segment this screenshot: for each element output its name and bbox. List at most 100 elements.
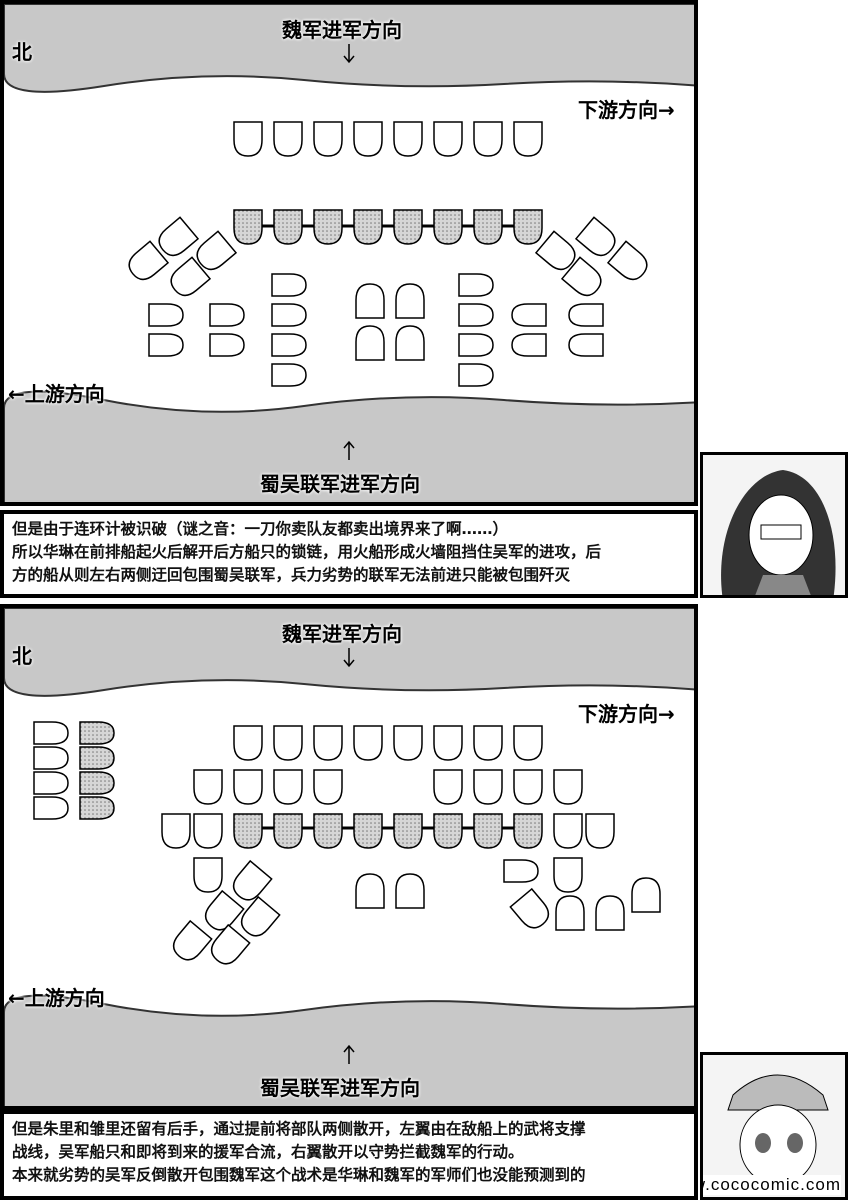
burning-ship	[513, 209, 543, 245]
river-map	[4, 608, 694, 1106]
ship	[273, 121, 303, 157]
ship	[353, 121, 383, 157]
ship	[355, 873, 385, 909]
caption-1: 但是由于连环计被识破（谜之音：一刀你卖队友都卖出境界来了啊……） 所以华琳在前排…	[0, 510, 698, 598]
ship	[33, 721, 69, 745]
burning-ship	[353, 813, 383, 849]
burning-ship	[353, 209, 383, 245]
ship	[209, 333, 245, 357]
ship	[271, 363, 307, 387]
burning-ship	[79, 721, 115, 745]
ship	[233, 769, 263, 805]
wei-advance-label: 魏军进军方向	[282, 622, 402, 646]
ship	[393, 121, 423, 157]
ship	[172, 919, 213, 961]
ship	[158, 216, 200, 257]
burning-ship	[473, 813, 503, 849]
ship	[148, 303, 184, 327]
burning-ship	[393, 209, 423, 245]
ship	[355, 325, 385, 361]
ship	[33, 796, 69, 820]
ship	[395, 873, 425, 909]
burning-ship	[273, 209, 303, 245]
ship	[353, 725, 383, 761]
ship	[568, 333, 604, 357]
ship	[513, 725, 543, 761]
ship	[170, 256, 212, 297]
ship	[595, 895, 625, 931]
ship	[513, 121, 543, 157]
ship	[313, 121, 343, 157]
character-portrait	[700, 452, 848, 598]
ship	[433, 121, 463, 157]
north-label: 北	[12, 40, 32, 64]
burning-ship	[79, 796, 115, 820]
ship	[148, 333, 184, 357]
allied-advance-label: 蜀吴联军进军方向	[260, 1076, 420, 1100]
wei-advance-label: 魏军进军方向	[282, 18, 402, 42]
ship	[511, 303, 547, 327]
ship	[511, 333, 547, 357]
character-portrait: www.cococomic.com	[700, 1052, 848, 1200]
ship	[273, 769, 303, 805]
ship	[574, 216, 616, 257]
ship	[509, 887, 550, 929]
ship	[128, 240, 170, 281]
ship	[161, 813, 191, 849]
ship	[473, 725, 503, 761]
ship	[33, 771, 69, 795]
ship	[193, 857, 223, 893]
ship	[560, 256, 602, 297]
ship	[433, 725, 463, 761]
burning-ship	[233, 209, 263, 245]
ship	[555, 895, 585, 931]
arrow-down-icon	[343, 648, 355, 668]
arrow-up-icon	[343, 440, 355, 460]
north-label: 北	[12, 644, 32, 668]
ship	[233, 725, 263, 761]
ship	[473, 121, 503, 157]
ship	[393, 725, 423, 761]
burning-ship	[513, 813, 543, 849]
caption-line: 但是朱里和雏里还留有后手，通过提前将部队两侧散开，左翼由在敌船上的武将支撑	[12, 1120, 586, 1138]
burning-ship	[79, 771, 115, 795]
ship	[553, 769, 583, 805]
ship	[313, 769, 343, 805]
burning-ship	[433, 209, 463, 245]
ship	[395, 325, 425, 361]
ship	[458, 363, 494, 387]
ship	[553, 813, 583, 849]
ship	[193, 813, 223, 849]
ship	[273, 725, 303, 761]
ship	[355, 283, 385, 319]
ship	[503, 859, 539, 883]
ship	[209, 303, 245, 327]
downstream-label: 下游方向→	[578, 98, 675, 122]
map-panel-2: 北 魏军进军方向 下游方向→ ←上游方向 蜀吴联军进军方向	[0, 604, 698, 1110]
ship	[240, 895, 281, 937]
ship	[193, 769, 223, 805]
ship	[271, 333, 307, 357]
ship	[585, 813, 615, 849]
ship	[271, 273, 307, 297]
burning-ship	[433, 813, 463, 849]
ship	[271, 303, 307, 327]
caption-line: 战线，吴军船只和即将到来的援军合流，右翼散开以守势拦截魏军的行动。	[12, 1143, 524, 1161]
caption-line: 方的船从则左右两侧迂回包围蜀吴联军，兵力劣势的联军无法前进只能被包围歼灭	[12, 566, 571, 584]
upstream-label: ←上游方向	[8, 986, 105, 1010]
ship	[395, 283, 425, 319]
burning-ship	[273, 813, 303, 849]
ship	[606, 240, 648, 281]
burning-ship	[313, 813, 343, 849]
ship	[433, 769, 463, 805]
allied-advance-label: 蜀吴联军进军方向	[260, 472, 420, 496]
ship	[204, 889, 245, 931]
watermark: www.cococomic.com	[703, 1175, 841, 1195]
burning-ship	[313, 209, 343, 245]
ship	[233, 121, 263, 157]
caption-line: 本来就劣势的吴军反倒散开包围魏军这个战术是华琳和魏军的军师们也没能预测到的	[12, 1166, 586, 1184]
river-map	[4, 4, 694, 502]
arrow-down-icon	[343, 44, 355, 64]
ship	[33, 746, 69, 770]
caption-2: 但是朱里和雏里还留有后手，通过提前将部队两侧散开，左翼由在敌船上的武将支撑 战线…	[0, 1110, 698, 1200]
